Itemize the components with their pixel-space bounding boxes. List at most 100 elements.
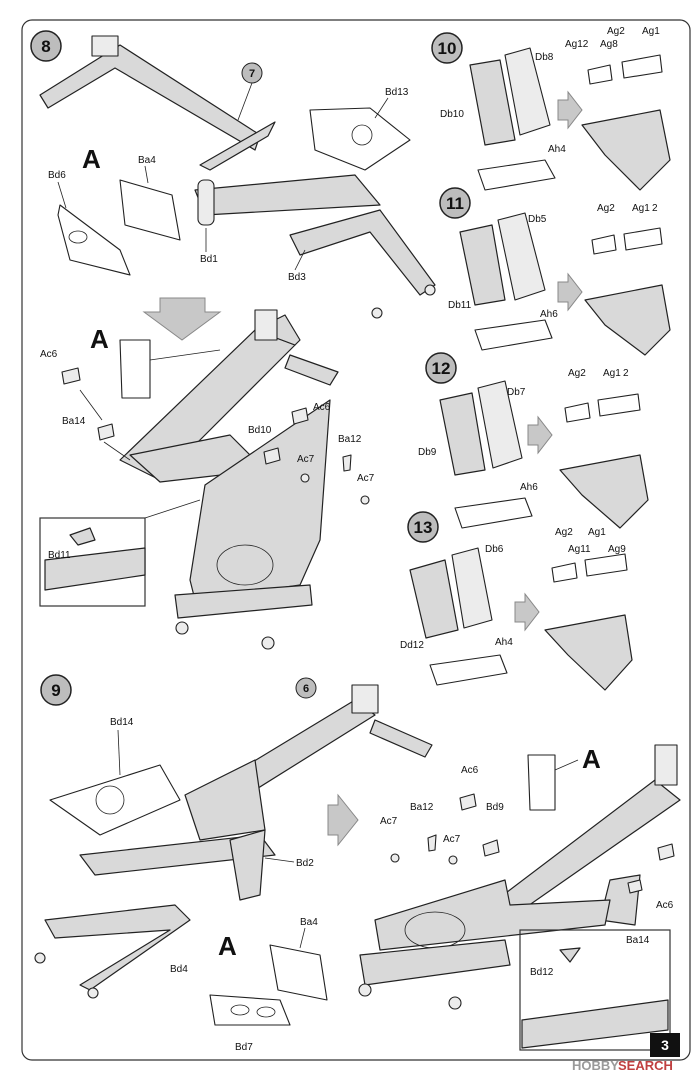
flow-arrow-down bbox=[142, 297, 222, 341]
label-ah6-11: Ah6 bbox=[540, 309, 558, 320]
step-10: 10 Db10 Db8 Ah4 Ag12 Ag8 Ag2 Ag1 bbox=[431, 26, 671, 191]
label-ba4: Ba4 bbox=[138, 155, 156, 166]
watermark-hobby: HOBBY bbox=[572, 1058, 619, 1073]
watermark-search: SEARCH bbox=[618, 1058, 673, 1073]
part-ac6 bbox=[61, 367, 81, 385]
label-bd3: Bd3 bbox=[288, 272, 306, 283]
step-12-badge bbox=[425, 352, 457, 384]
label-ag2-10: Ag2 bbox=[607, 26, 625, 37]
part-frame-9 bbox=[374, 879, 611, 951]
label-ag1-10: Ag1 bbox=[642, 26, 660, 37]
label-ac6-9r: Ac6 bbox=[656, 900, 674, 911]
part-bd7 bbox=[209, 994, 291, 1026]
label-bd12: Bd12 bbox=[530, 967, 554, 978]
label-ac7-a: Ac7 bbox=[297, 454, 315, 465]
label-ag11: Ag11 bbox=[568, 544, 591, 555]
part-arm-boom bbox=[39, 44, 261, 151]
part-a-ref-9 bbox=[527, 754, 556, 811]
page-number: 3 bbox=[661, 1037, 669, 1053]
label-x2-12: 2 bbox=[623, 368, 629, 379]
step-9-ref-badge bbox=[295, 677, 317, 699]
label-ac7-b: Ac7 bbox=[357, 473, 375, 484]
step-13: 13 Dd12 Db6 Ah4 Ag2 Ag1 Ag11 Ag9 bbox=[400, 511, 633, 691]
part-bd12 bbox=[559, 947, 581, 963]
label-bd7: Bd7 bbox=[235, 1042, 253, 1053]
label-db6: Db6 bbox=[485, 544, 504, 555]
part-frame-crossbar bbox=[174, 584, 313, 619]
subassembly-a-label: A bbox=[82, 144, 101, 174]
label-ag1-11: Ag1 bbox=[632, 203, 650, 214]
part-bd3-frame bbox=[289, 209, 436, 296]
part-ba4-9 bbox=[269, 944, 328, 1001]
label-ah6-12: Ah6 bbox=[520, 482, 538, 493]
label-db5: Db5 bbox=[528, 214, 547, 225]
part-side-arm bbox=[284, 354, 339, 386]
label-bd11: Bd11 bbox=[48, 550, 71, 561]
part-ba4-block bbox=[119, 179, 181, 241]
label-bd1: Bd1 bbox=[200, 254, 218, 265]
part-ac7-b bbox=[360, 495, 370, 505]
label-db8: Db8 bbox=[535, 52, 554, 63]
label-ag2-12: Ag2 bbox=[568, 368, 586, 379]
step-10-assembly bbox=[581, 109, 671, 191]
label-ac6-left: Ac6 bbox=[40, 349, 58, 360]
step-12-assembly bbox=[559, 454, 649, 529]
part-db11 bbox=[459, 224, 506, 306]
part-ah4 bbox=[477, 159, 556, 191]
step-10-badge bbox=[431, 32, 463, 64]
part-bd11 bbox=[69, 527, 96, 546]
label-db10: Db10 bbox=[440, 109, 464, 120]
label-ag1-12: Ag1 bbox=[603, 368, 621, 379]
part-db9 bbox=[439, 392, 486, 476]
part-ac6-right bbox=[291, 407, 309, 425]
part-frame-9-bottom bbox=[359, 939, 511, 986]
detail-inset-9 bbox=[519, 929, 671, 1051]
flow-arrow-11 bbox=[557, 272, 583, 312]
part-bd14-plate bbox=[49, 764, 181, 836]
part-arm-9 bbox=[369, 719, 433, 758]
step-9-badge bbox=[40, 674, 72, 706]
part-bracket-9 bbox=[184, 759, 266, 841]
label-db9: Db9 bbox=[418, 447, 437, 458]
part-bd4-frame bbox=[44, 904, 191, 991]
label-ah4-13: Ah4 bbox=[495, 637, 513, 648]
subassembly-a-ref-9: A bbox=[582, 744, 601, 774]
part-db7 bbox=[477, 380, 523, 469]
page-number-box bbox=[650, 1033, 680, 1057]
step-11-badge bbox=[439, 187, 471, 219]
flow-arrow-12 bbox=[527, 415, 553, 455]
label-db11: Db11 bbox=[448, 300, 472, 311]
label-bd4: Bd4 bbox=[170, 964, 188, 975]
step-10-number: 10 bbox=[438, 39, 457, 58]
label-bd10: Bd10 bbox=[248, 425, 272, 436]
label-ag9: Ag9 bbox=[608, 544, 626, 555]
part-db8 bbox=[504, 47, 551, 136]
step-9-ref-number: 6 bbox=[303, 683, 309, 695]
label-ba12: Ba12 bbox=[338, 434, 362, 445]
part-ah6 bbox=[474, 319, 553, 351]
flow-arrow-right bbox=[327, 793, 359, 847]
part-ag1 bbox=[621, 54, 663, 79]
part-frame-disc bbox=[216, 544, 274, 586]
step-13-badge bbox=[407, 511, 439, 543]
part-arm-mount bbox=[91, 35, 119, 57]
label-ac6-right: Ac6 bbox=[313, 402, 331, 413]
step-11-assembly bbox=[584, 284, 671, 356]
flow-arrow-10 bbox=[557, 90, 583, 130]
label-ag2-13: Ag2 bbox=[555, 527, 573, 538]
step-8-result: A Ac6 Ba14 Ac6 Bd10 Ba12 Ac7 Ac7 Bd11 bbox=[39, 309, 375, 650]
part-boom-top-mount bbox=[254, 309, 278, 341]
flow-arrow-13 bbox=[514, 592, 540, 632]
part-ah6-12 bbox=[454, 497, 533, 529]
part-lower-beam bbox=[194, 174, 381, 216]
step-8-badge bbox=[30, 30, 62, 62]
step-12-number: 12 bbox=[432, 359, 451, 378]
label-ac6-9: Ac6 bbox=[461, 765, 479, 776]
part-ba12 bbox=[342, 454, 352, 472]
label-db7: Db7 bbox=[507, 387, 526, 398]
part-lower-frame bbox=[189, 399, 331, 601]
part-main-boom-9 bbox=[489, 779, 681, 916]
label-ag8: Ag8 bbox=[600, 39, 618, 50]
label-ba14-left: Ba14 bbox=[62, 416, 86, 427]
